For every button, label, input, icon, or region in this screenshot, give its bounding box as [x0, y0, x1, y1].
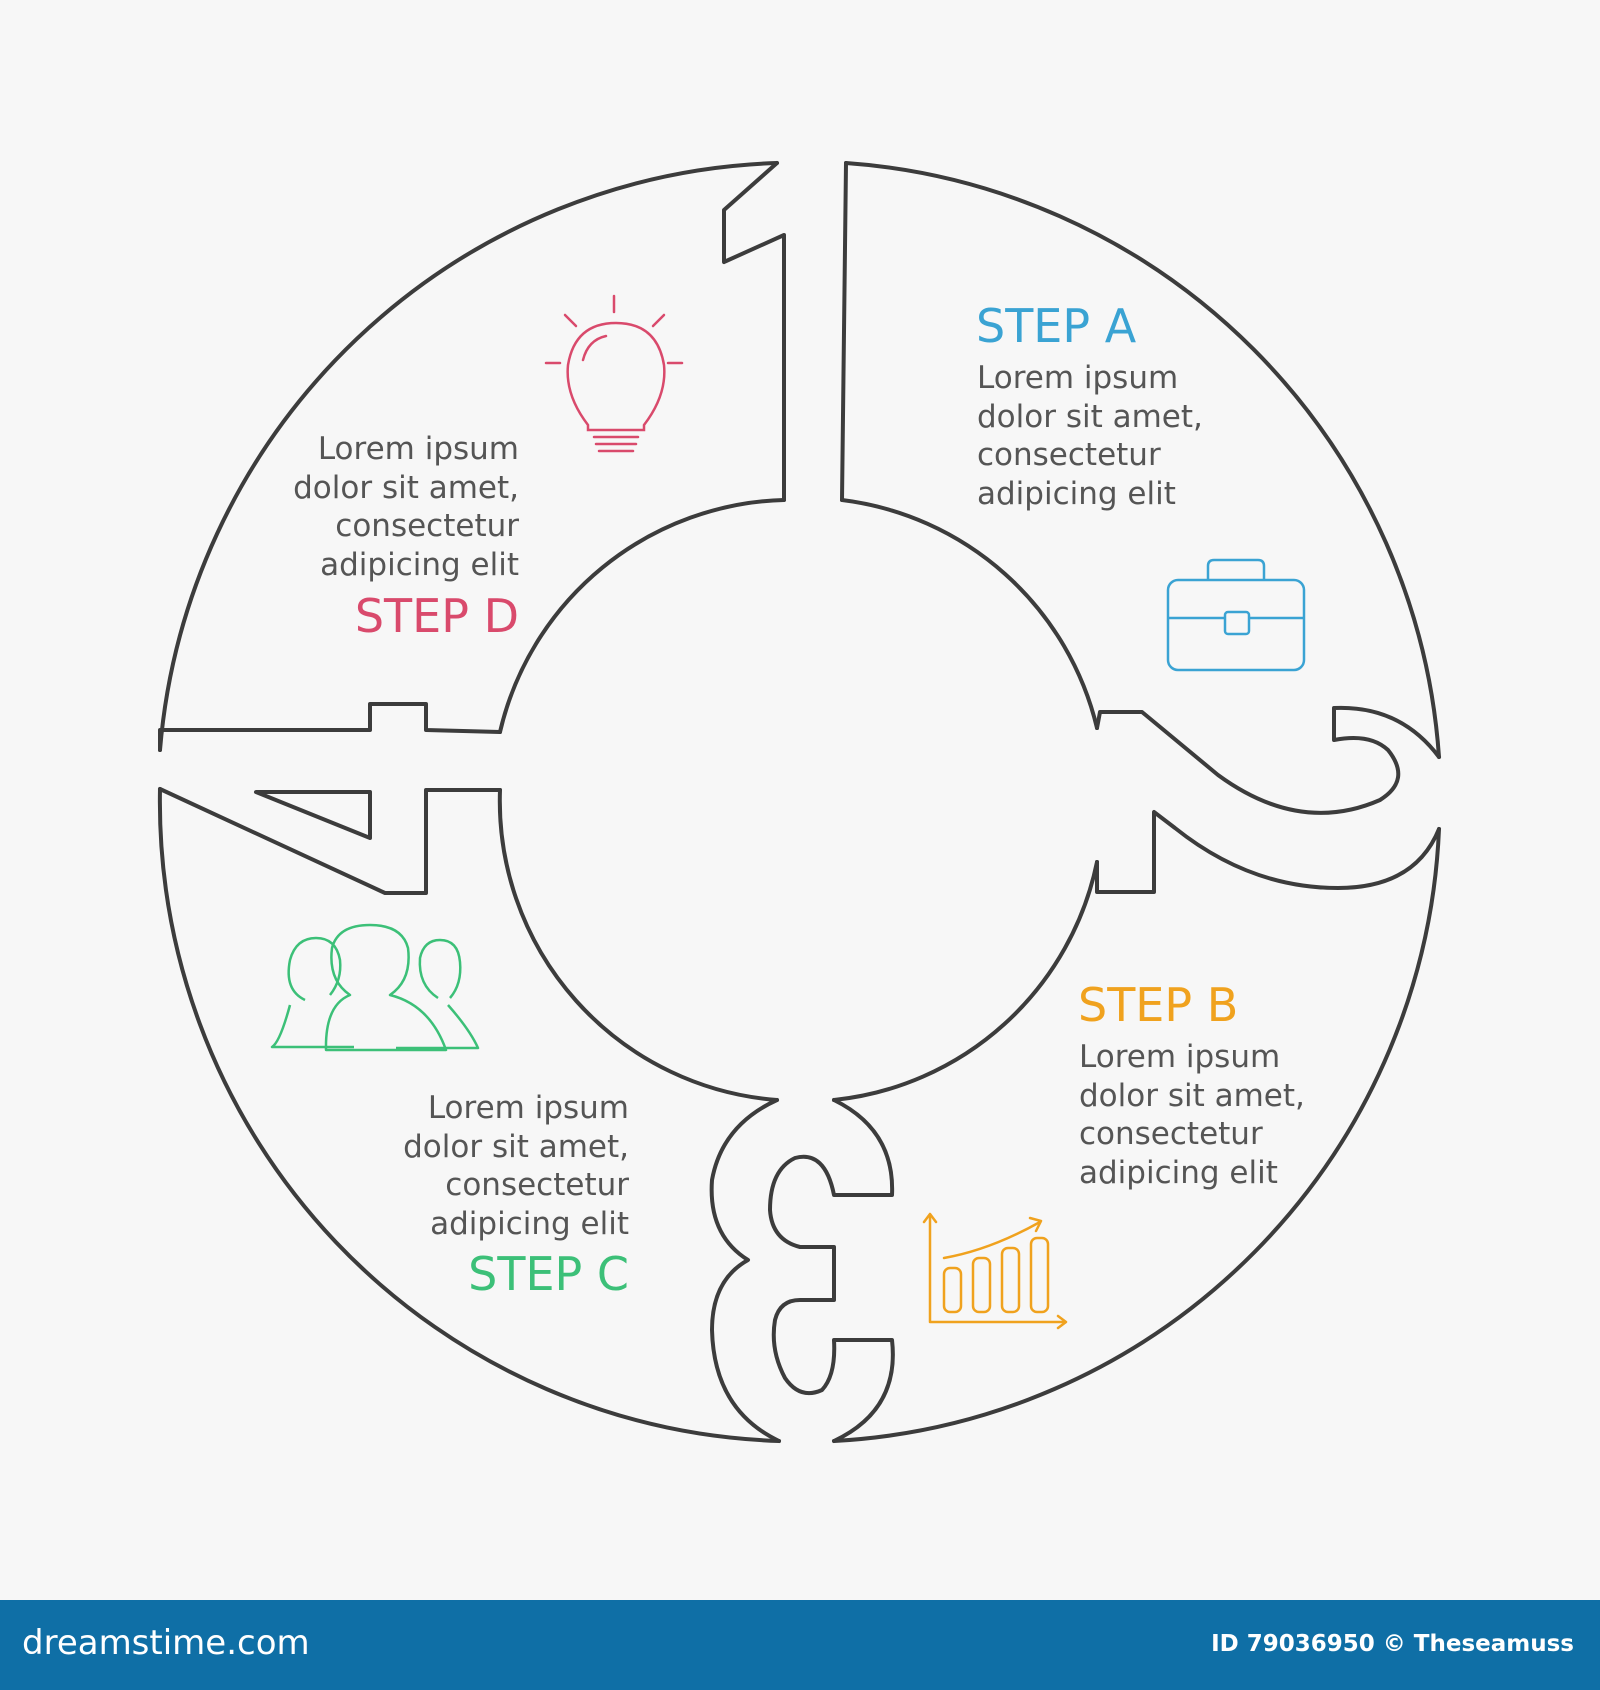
ring-outline: [157, 161, 1441, 1443]
step-b-title: STEP B: [1078, 978, 1239, 1032]
numeral-2-shape: [1095, 705, 1441, 894]
step-d-title: STEP D: [354, 589, 519, 643]
footer-bar: dreamstime.com ID 79036950 © Theseamuss: [0, 1600, 1600, 1690]
outer-ring-arc-b: [832, 827, 1441, 1443]
bar-chart-icon: [922, 1212, 1068, 1330]
step-c-text: Lorem ipsum dolor sit amet, consectetur …: [403, 1090, 629, 1242]
people-icon: [270, 923, 480, 1052]
numeral-1-shape: [722, 161, 848, 502]
step-a-title: STEP A: [976, 299, 1137, 353]
step-b-text: Lorem ipsum dolor sit amet, consectetur …: [1079, 1039, 1305, 1191]
infographic-canvas: STEP A Lorem ipsum dolor sit amet, conse…: [157, 161, 1441, 1443]
step-c-title: STEP C: [468, 1247, 629, 1301]
outer-ring-arc-a: [844, 161, 1441, 759]
step-d-text: Lorem ipsum dolor sit amet, consectetur …: [293, 431, 519, 583]
lightbulb-icon: [544, 294, 684, 453]
numeral-3-shape: [709, 1098, 895, 1443]
image-credit: ID 79036950 © Theseamuss: [1211, 1631, 1574, 1657]
outer-ring-arc-c: [157, 787, 781, 1443]
inner-ring-arc-a: [840, 498, 1099, 730]
numeral-4-shape: [158, 702, 502, 895]
outer-ring-arc-d: [158, 161, 779, 752]
inner-ring-arc-c: [497, 788, 779, 1102]
inner-ring-arc-d: [498, 498, 786, 734]
briefcase-icon: [1166, 558, 1306, 672]
step-a-text: Lorem ipsum dolor sit amet, consectetur …: [977, 360, 1203, 512]
brand-logo[interactable]: dreamstime.com: [22, 1623, 310, 1663]
inner-ring-arc-b: [832, 860, 1099, 1102]
